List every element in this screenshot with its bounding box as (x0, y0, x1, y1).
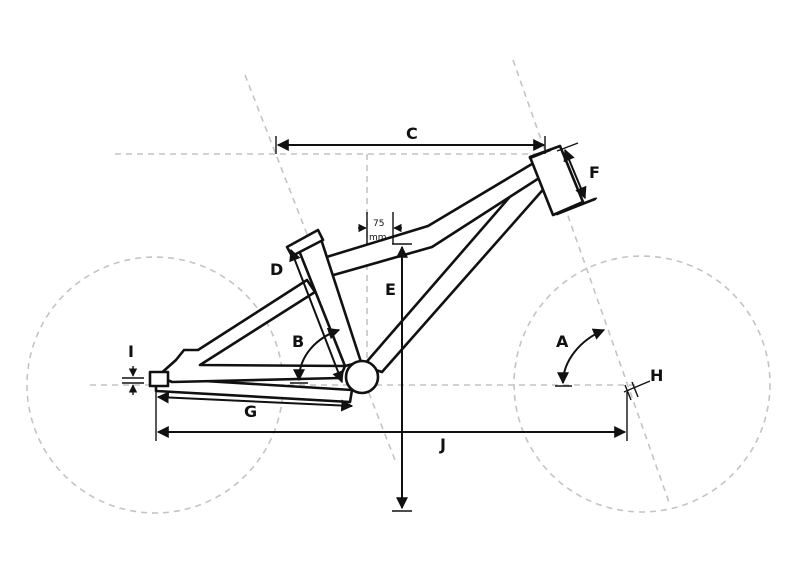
head-tube (528, 144, 585, 217)
angle-a-arc (557, 328, 606, 385)
steering-axis (512, 59, 671, 506)
dim-f-tick-bottom (577, 197, 598, 206)
dim-g-line (156, 391, 354, 412)
dropout (148, 370, 170, 388)
head-tube-cap-top (528, 148, 552, 160)
bottom-bracket (344, 359, 380, 395)
label-j: J (439, 435, 446, 454)
label-c: C (406, 124, 418, 143)
label-b: B (292, 332, 304, 351)
dim-h-tick-1 (624, 384, 632, 401)
front-wheel-outline (513, 255, 771, 513)
label-d: D (270, 260, 283, 279)
seat-tube-axis (244, 74, 396, 461)
dim-f-tick-top (556, 142, 579, 152)
offset-unit: mm (369, 233, 387, 243)
label-e: E (385, 280, 396, 299)
label-i: I (128, 342, 134, 361)
dim-h-line (623, 380, 651, 393)
dim-h-tick-2 (631, 381, 639, 398)
label-a: A (556, 332, 569, 351)
down-tube (361, 167, 550, 374)
offset-value: 75 (373, 219, 384, 229)
angle-b-arc (293, 327, 341, 382)
label-g: G (244, 402, 257, 421)
label-f: F (589, 163, 600, 182)
dim-f-line (563, 148, 587, 200)
label-h: H (650, 366, 663, 385)
